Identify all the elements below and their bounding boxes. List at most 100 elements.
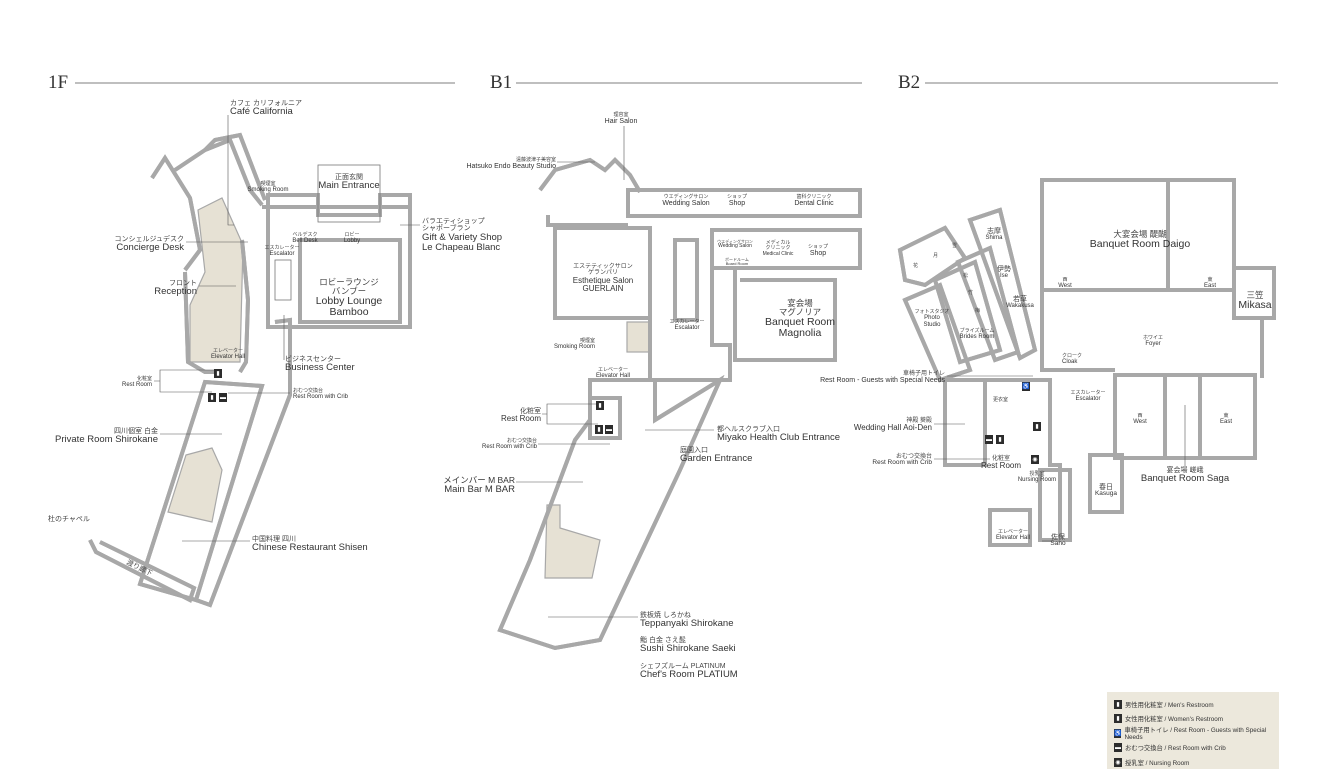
label-jp: エスカレーター <box>264 245 300 251</box>
legend-item-special-needs: ♿車椅子用トイレ / Rest Room - Guests with Speci… <box>1114 726 1272 741</box>
nursing-icon: ◉ <box>1114 757 1122 767</box>
label-en: West <box>1058 283 1072 290</box>
label-jp: 春日 <box>1098 484 1113 491</box>
label-en: Bell Desk <box>292 238 318 245</box>
label-jp: 化粧室 <box>991 456 1011 462</box>
label-en: Saho <box>1050 540 1066 548</box>
label-jp: 庭園入口 <box>680 447 708 454</box>
label-en: Private Room Shirokane <box>55 434 158 446</box>
label-jp: シェフズルーム PLATINUM <box>640 663 726 670</box>
label-en: Banquet Room Saga <box>1140 473 1230 485</box>
label-en: Foyer <box>1145 341 1161 348</box>
label-jp: 三笠 <box>1246 290 1264 300</box>
label-en: Elevator Hall <box>995 535 1031 542</box>
label-jp: コンシェルジュデスク <box>114 236 184 243</box>
room-hana: 花 <box>913 263 919 269</box>
label-jp: 鮨 白金 さえ髭 <box>640 637 686 644</box>
label-en: Escalator <box>1075 396 1101 403</box>
label-chapel[interactable]: 杜のチャペル <box>48 516 90 523</box>
label-jp: おむつ交換台 <box>895 454 932 460</box>
label-en: East <box>1203 283 1217 290</box>
legend-label: 男性用化粧室 / Men's Restroom <box>1125 701 1214 709</box>
label-en: Business Center <box>285 362 355 374</box>
label-jp: エレベーター <box>212 348 244 354</box>
mens-restroom-icon: ▮ <box>208 393 216 402</box>
label-jp: 東 <box>1223 413 1229 419</box>
nursing-icon: ◉ <box>1031 455 1039 464</box>
label-en: West <box>1133 419 1147 426</box>
label-jp: フォトスタジオ <box>914 309 950 315</box>
label-en: Shop <box>728 200 746 208</box>
label-jp: おむつ交換台 <box>293 388 324 394</box>
label-en: Wakakusa <box>1006 303 1034 310</box>
label-en: East <box>1219 419 1233 426</box>
floor-b1-plan <box>497 157 862 651</box>
label-en: Wedding Salon <box>662 200 710 208</box>
label-jp: ショップ <box>807 244 829 250</box>
label-jp: 鉄板焼 しろかね <box>640 612 691 619</box>
legend-label: おむつ交換台 / Rest Room with Crib <box>1125 745 1226 753</box>
